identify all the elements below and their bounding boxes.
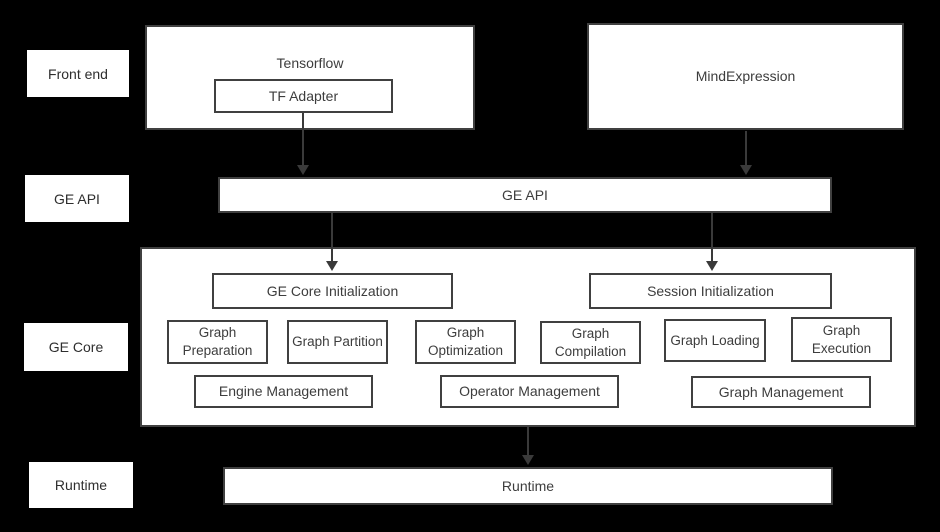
ge-core-container: GE Core Initialization Session Initializ…	[140, 247, 916, 427]
arrow-line	[744, 131, 747, 165]
row-label-runtime: Runtime	[29, 462, 133, 508]
row-label-front-end: Front end	[27, 50, 129, 97]
tensorflow-box: Tensorflow TF Adapter	[145, 25, 475, 130]
graph-optimization-box: Graph Optimization	[415, 320, 516, 364]
arrow-ge-api-to-session-initialization	[705, 213, 718, 271]
graph-compilation-box: Graph Compilation	[540, 321, 641, 364]
graph-management-box: Graph Management	[691, 376, 871, 408]
graph-preparation-box: Graph Preparation	[167, 320, 268, 364]
runtime-bar: Runtime	[223, 467, 833, 505]
tensorflow-label: Tensorflow	[276, 55, 344, 71]
row-label-ge-api: GE API	[25, 175, 129, 222]
arrow-mind-expression-to-ge-api	[739, 131, 752, 175]
arrow-line	[301, 113, 304, 165]
arrow-tf-adapter-to-ge-api	[296, 113, 309, 175]
arrow-head	[296, 165, 309, 175]
arrow-ge-core-to-runtime	[521, 427, 534, 465]
ge-core-initialization-box: GE Core Initialization	[212, 273, 453, 309]
graph-execution-box: Graph Execution	[791, 317, 892, 362]
arrow-head	[521, 455, 534, 465]
tf-adapter-box: TF Adapter	[214, 79, 393, 113]
arrow-ge-api-to-ge-core-initialization	[325, 213, 338, 271]
session-initialization-box: Session Initialization	[589, 273, 832, 309]
arrow-head	[739, 165, 752, 175]
ge-api-bar: GE API	[218, 177, 832, 213]
graph-partition-box: Graph Partition	[287, 320, 388, 364]
arrow-line	[526, 427, 529, 455]
mind-expression-box: MindExpression	[587, 23, 904, 130]
arrow-head	[705, 261, 718, 271]
arrow-line	[710, 213, 713, 261]
arrow-head	[325, 261, 338, 271]
engine-management-box: Engine Management	[194, 375, 373, 408]
row-label-ge-core: GE Core	[24, 323, 128, 371]
graph-loading-box: Graph Loading	[664, 319, 766, 362]
arrow-line	[330, 213, 333, 261]
operator-management-box: Operator Management	[440, 375, 619, 408]
